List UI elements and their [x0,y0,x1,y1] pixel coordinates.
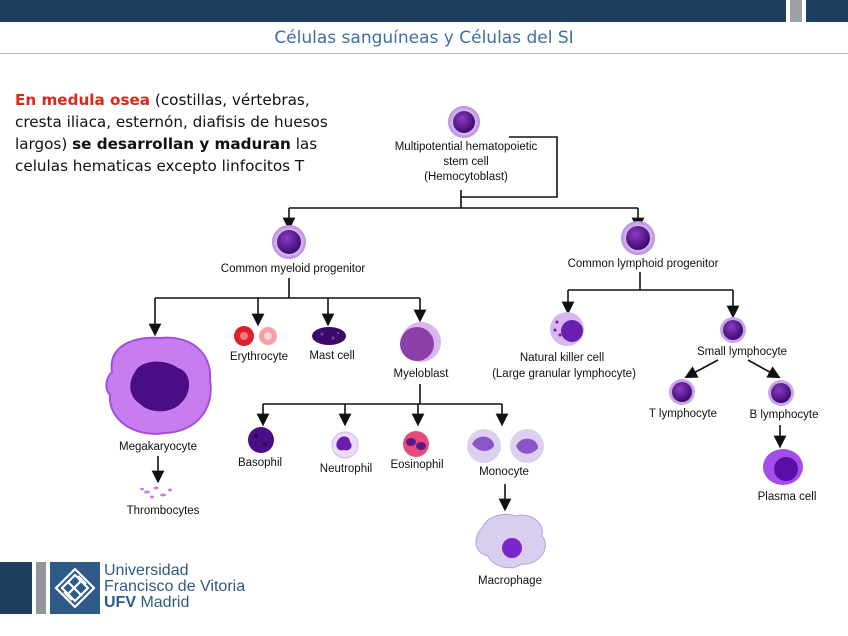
megakaryocyte-cell [105,336,212,435]
t-lymphocyte-cell [669,379,695,405]
title-divider [0,53,848,54]
connector-lines [148,136,787,512]
label-b-lymphocyte: B lymphocyte [749,409,818,421]
basophil-cell [248,427,274,453]
label-myeloid: Common myeloid progenitor [221,263,366,275]
erythrocyte-cells [234,326,277,346]
header-bar [0,0,848,22]
neutrophil-cell [331,431,359,459]
intro-highlight: En medula osea [15,91,151,109]
university-logo-text: Universidad Francisco de Vitoria UFV Mad… [104,563,245,611]
macrophage-cell [475,513,546,569]
plasma-cell [763,449,803,485]
label-myeloblast: Myeloblast [394,368,450,380]
footer-bar-grey [36,562,46,614]
stem-cell [448,106,480,138]
slide-title: Células sanguíneas y Células del SI [274,28,574,48]
intro-part1: (costillas, vértebras, cresta iliaca, es… [15,91,328,153]
nk-cell [550,312,584,346]
lymphoid-progenitor-cell [621,221,655,255]
label-mast-cell: Mast cell [309,350,354,362]
label-nk-line2: (Large granular lymphocyte) [492,368,636,380]
myeloblast-cell [400,322,441,362]
header-bar-accent [790,0,802,22]
header-bar-gap [786,0,790,22]
label-neutrophil: Neutrophil [320,463,372,475]
label-plasma-cell: Plasma cell [758,491,817,503]
small-lymphocyte-cell [720,317,746,343]
label-small-lymphocyte: Small lymphocyte [697,346,787,358]
label-megakaryocyte: Megakaryocyte [119,441,197,453]
eosinophil-cell [403,431,429,457]
header-bar-end [806,0,848,22]
label-monocyte: Monocyte [479,466,529,478]
intro-part2: las celulas hematicas excepto linfocitos… [15,135,318,175]
mast-cell [312,327,346,345]
logo-madrid: Madrid [136,594,190,611]
b-lymphocyte-cell [768,380,794,406]
label-t-lymphocyte: T lymphocyte [649,408,717,420]
label-stem-line3: (Hemocytoblast) [424,171,508,183]
logo-line2: Francisco de Vitoria [104,578,246,595]
ufv-logo-icon [50,562,100,614]
label-nk-line1: Natural killer cell [520,352,604,364]
label-thrombocytes: Thrombocytes [127,505,200,517]
monocyte-cells [467,429,544,463]
intro-bold: se desarrollan y maduran [72,135,291,153]
label-basophil: Basophil [238,457,282,469]
header-bar-dark [0,0,786,22]
thrombocytes-cells [140,486,172,499]
logo-ufv: UFV [104,594,136,611]
logo-line1: Universidad [104,562,189,579]
intro-text: En medula osea (costillas, vértebras, cr… [15,89,335,177]
label-erythrocyte: Erythrocyte [230,351,288,363]
label-stem-line1: Multipotential hematopoietic [395,141,538,153]
label-stem-line2: stem cell [443,156,488,168]
label-lymphoid: Common lymphoid progenitor [568,258,719,270]
myeloid-progenitor-cell [272,225,306,259]
logo-line3: UFV Madrid [104,595,245,611]
footer-bar-dark [0,562,32,614]
label-macrophage: Macrophage [478,575,542,587]
label-eosinophil: Eosinophil [390,459,443,471]
